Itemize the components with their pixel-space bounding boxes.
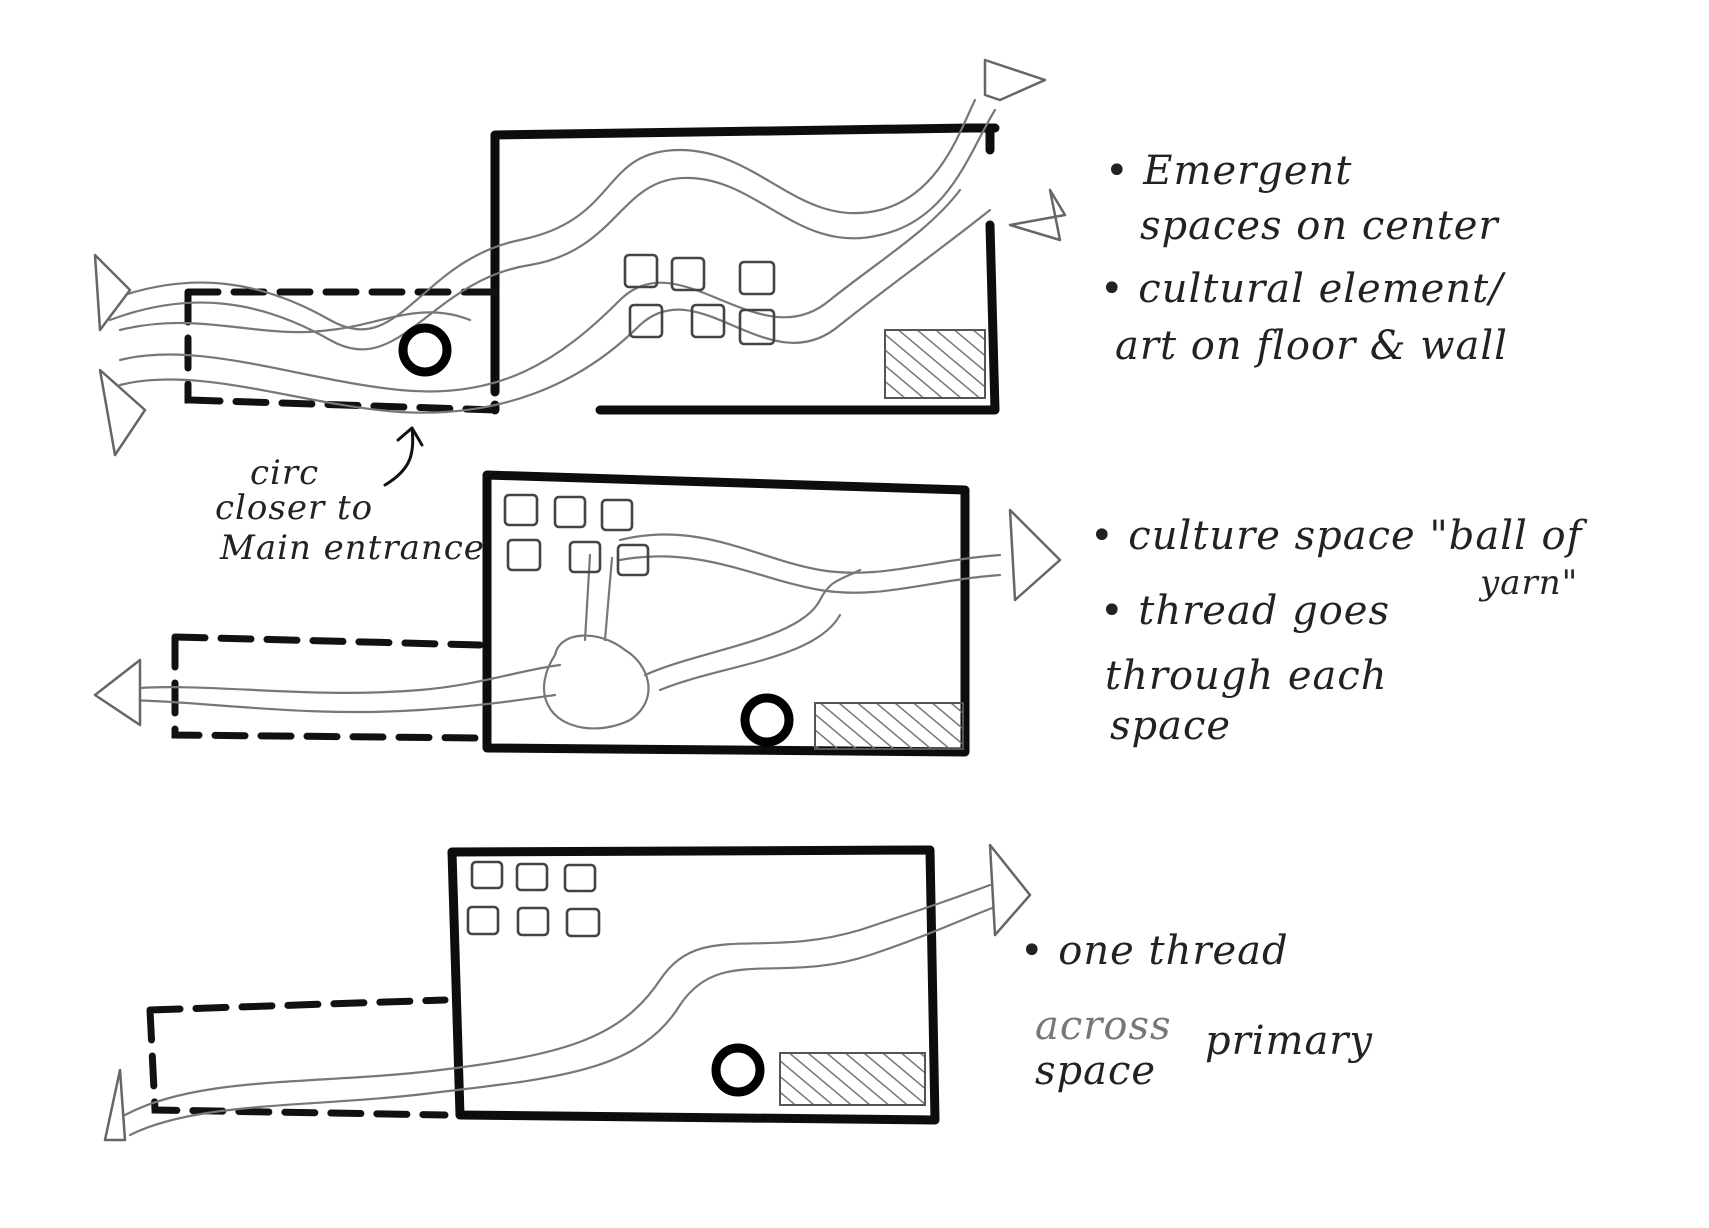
- plan-3-circulation-core: [716, 1048, 760, 1092]
- plan-3-hatched-zone: [780, 1053, 925, 1105]
- plan-2-yarn-ball: [544, 636, 648, 729]
- plan-1-culture-boxes: [625, 255, 774, 344]
- plan-3-annex-dashed: [150, 1000, 445, 1115]
- plan-1-circulation-core: [403, 328, 447, 372]
- plan-2-thread-right: [620, 534, 1000, 572]
- plan-3-note-space: space: [1035, 1050, 1156, 1093]
- plan-2-note-through-each: through each: [1105, 655, 1388, 698]
- circ-note-line1: circ: [250, 455, 319, 492]
- plan-1-hatched-zone: [885, 330, 985, 398]
- plan-3-culture-boxes: [468, 862, 599, 936]
- plan-3: [105, 845, 1030, 1140]
- plan-3-arrowhead-left: [105, 1070, 125, 1140]
- plan-2-arrowhead-right: [1010, 510, 1060, 600]
- plan-2-culture-boxes: [505, 495, 648, 575]
- plan-1: [95, 60, 1065, 455]
- plan-1-arrowhead-top: [985, 60, 1045, 100]
- plan-3-note-across: across: [1035, 1005, 1172, 1048]
- plan-2-note-culture-space: • culture space "ball of: [1090, 515, 1582, 558]
- circ-callout-arrow: [385, 428, 422, 485]
- plan-2-thread-main: [115, 665, 560, 693]
- plan-3-note-one-thread: • one thread: [1020, 930, 1289, 973]
- plan-2-note-space: space: [1110, 705, 1231, 748]
- plan-1-arrowhead-right: [1010, 190, 1065, 240]
- circ-note-line2: closer to: [215, 490, 373, 527]
- plan-2-thread-loop: [645, 570, 860, 690]
- plan-2-hatched-zone: [815, 703, 963, 749]
- plan-2-arrowhead-left: [95, 660, 140, 725]
- plan-2-note-yarn: yarn": [1480, 565, 1578, 602]
- plan-1-note-emergent: • Emergent: [1105, 150, 1352, 193]
- plan-1-note-art-floor-wall: art on floor & wall: [1115, 325, 1508, 368]
- plan-1-arrowhead-left-bottom: [100, 370, 145, 455]
- plan-2-thread-up: [585, 555, 612, 640]
- plan-1-note-cultural-element: • cultural element/: [1100, 268, 1504, 311]
- circ-note-line3: Main entrance: [220, 530, 485, 567]
- plan-2-note-thread-goes: • thread goes: [1100, 590, 1390, 633]
- plan-3-note-primary: primary: [1205, 1020, 1373, 1063]
- plan-2-circulation-core: [745, 698, 789, 742]
- plan-1-note-spaces-center: spaces on center: [1140, 205, 1499, 248]
- plan-1-thread-b2: [120, 210, 990, 413]
- plan-3-arrowhead-right: [990, 845, 1030, 935]
